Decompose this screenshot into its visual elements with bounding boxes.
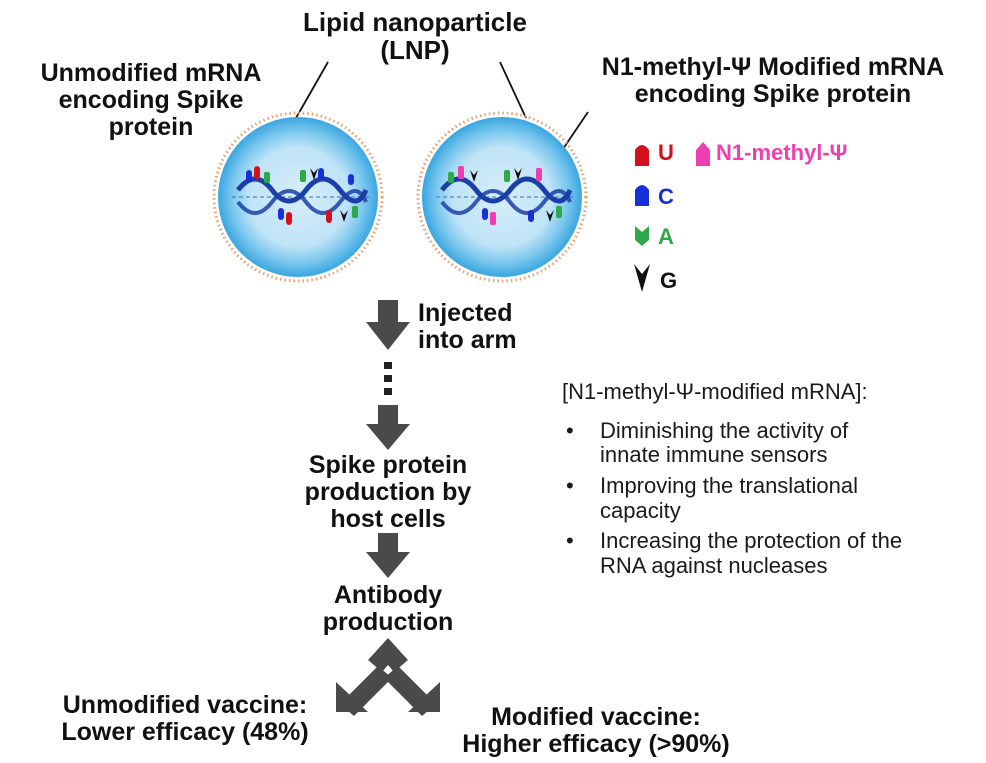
adenine-base (448, 172, 454, 183)
legend-g-label: G (660, 268, 678, 293)
legend-u-label: U (658, 140, 674, 165)
guanine-base (546, 210, 554, 222)
down-arrow-icon (366, 300, 410, 350)
benefit-item: •Improving the translational capacity (566, 472, 859, 523)
cytosine-base (318, 168, 324, 180)
guanine-base (340, 210, 348, 222)
adenine-base (264, 172, 270, 183)
cytosine-base (528, 210, 534, 222)
down-arrow-icon (366, 405, 410, 450)
cytosine-legend-icon (635, 185, 649, 206)
mrna-backbone (440, 176, 573, 204)
n1-methyl-psi-base (458, 166, 464, 179)
split-arrow-icon (336, 638, 440, 716)
lipid-shell-dots (212, 111, 384, 283)
benefit-item: •Increasing the protection of the RNA ag… (566, 528, 903, 578)
cytosine-base (348, 174, 354, 185)
n1-methyl-psi-base (536, 168, 542, 181)
n1-methyl-psi-base (490, 212, 496, 225)
uracil-base (254, 166, 260, 179)
mrna-backbone (236, 176, 369, 204)
benefit-item: •Diminishing the activity of innate immu… (566, 417, 849, 468)
modified-mrna-label: N1-methyl-Ψ Modified mRNA encoding Spike… (601, 53, 945, 108)
guanine-base (514, 168, 522, 180)
legend-c-label: C (658, 184, 674, 209)
antibody-production-label: Antibody production (322, 581, 454, 636)
lnp-unmodified (212, 111, 384, 283)
guanine-base (310, 168, 318, 180)
uracil-base (326, 210, 332, 223)
adenine-base (556, 206, 562, 218)
uracil-legend-icon (635, 145, 649, 166)
ellipsis-dots-icon (384, 362, 392, 395)
lipid-shell-dots (416, 111, 588, 283)
injected-label: Injected into arm (418, 299, 517, 354)
guanine-legend-icon (634, 264, 650, 292)
n1-methyl-psi-legend-icon (696, 142, 710, 166)
lnp-modified (416, 111, 588, 283)
legend-a-label: A (658, 224, 674, 249)
lnp-leader-line-left (295, 61, 329, 119)
lnp-label: Lipid nanoparticle (LNP) (303, 7, 527, 66)
benefits-list: •Diminishing the activity of innate immu… (562, 417, 980, 579)
cytosine-base (278, 208, 284, 220)
guanine-base (470, 170, 478, 182)
lnp-leader-line-right (499, 61, 527, 119)
modification-benefits-notes: [N1-methyl-Ψ-modified mRNA]: •Diminishin… (562, 379, 980, 584)
down-arrow-icon (366, 533, 410, 578)
unmodified-mrna-label: Unmodified mRNA encoding Spike protein (40, 59, 262, 141)
nucleotide-legend (634, 142, 710, 292)
adenine-base (300, 170, 306, 182)
adenine-legend-icon (635, 226, 649, 246)
cytosine-base (246, 170, 252, 182)
uracil-base (286, 212, 292, 225)
cytosine-base (482, 208, 488, 220)
adenine-base (352, 206, 358, 218)
unmodified-vaccine-label: Unmodified vaccine: Lower efficacy (48%) (61, 691, 309, 746)
legend-n1-label: N1-methyl-Ψ (716, 140, 848, 165)
notes-title: [N1-methyl-Ψ-modified mRNA]: (562, 379, 868, 404)
adenine-base (504, 170, 510, 182)
spike-production-label: Spike protein production by host cells (304, 451, 472, 533)
modified-vaccine-label: Modified vaccine: Higher efficacy (>90%) (462, 703, 730, 758)
